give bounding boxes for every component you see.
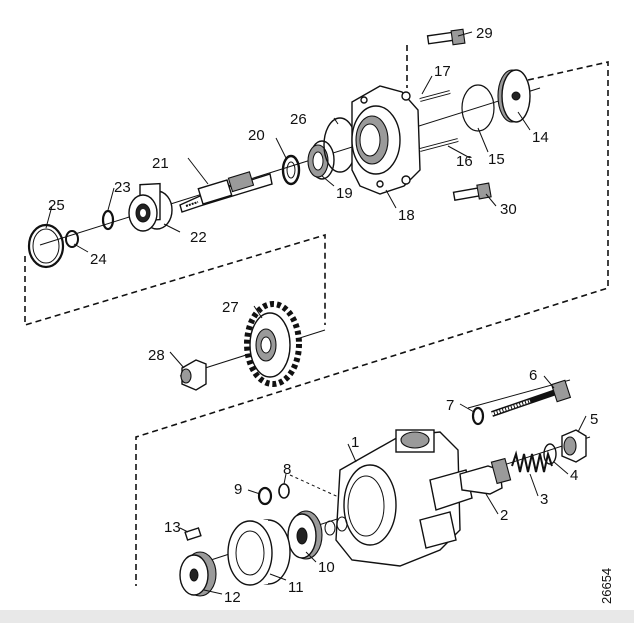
part-17-dowel-pin [419,90,451,102]
part-29-bolt [426,28,466,46]
part-24-ring [65,230,79,248]
callout-17: 17 [434,63,451,80]
callout-28: 28 [148,347,165,364]
bottom-band [0,610,634,623]
part-2-valve [459,457,512,495]
part-6-long-bolt [491,379,572,417]
assembly-guide-lines [24,45,609,586]
callout-16: 16 [456,153,473,170]
figure-reference-number: 26654 [599,568,614,604]
callout-7: 7 [446,397,454,414]
callout-15: 15 [488,151,505,168]
part-22-bearing [128,182,173,232]
callout-12: 12 [224,589,241,606]
callout-27: 27 [222,299,239,316]
part-25-circlip [27,223,65,269]
part-8-o-ring [278,483,290,499]
callout-10: 10 [318,559,335,576]
callout-24: 24 [90,251,107,268]
part-7-washer [471,406,485,426]
callout-6: 6 [529,367,537,384]
part-27-gear [244,301,302,387]
part-20-ring [281,154,301,186]
callout-18: 18 [398,207,415,224]
part-30-bolt [452,182,492,202]
part-28-nut [180,359,207,391]
callout-2: 2 [500,507,508,524]
part-10-rotor-disc [287,510,348,560]
part-11-ring [227,519,291,586]
part-16-dowel-pin [419,138,459,152]
callout-13: 13 [164,519,181,536]
callout-labels: 1 2 3 4 5 6 7 8 9 10 11 12 13 14 15 16 1… [48,25,598,606]
callout-22: 22 [190,229,207,246]
callout-3: 3 [540,491,548,508]
callout-9: 9 [234,481,242,498]
callout-29: 29 [476,25,493,42]
callout-20: 20 [248,127,265,144]
part-21-shaft [179,171,273,213]
part-12-rotor [179,551,217,597]
callout-14: 14 [532,129,549,146]
part-15-gasket [461,84,495,132]
callout-23: 23 [114,179,131,196]
part-9-o-ring [257,486,273,506]
callout-5: 5 [590,411,598,428]
part-18-flange-housing [351,85,421,195]
callout-4: 4 [570,467,578,484]
callout-25: 25 [48,197,65,214]
leader-lines [45,31,587,595]
part-19-seal [307,140,335,180]
callout-1: 1 [351,434,359,451]
callout-11: 11 [288,579,304,596]
part-1-pump-body [335,429,473,567]
callout-30: 30 [500,201,517,218]
callout-19: 19 [336,185,353,202]
part-3-spring [511,450,553,473]
part-4-washer [543,443,557,465]
part-5-plug [561,429,587,463]
part-13-vane [184,527,202,541]
part-23-washer [101,209,115,231]
callout-26: 26 [290,111,307,128]
callout-8: 8 [283,461,291,478]
part-14-end-plate [497,69,531,123]
callout-21: 21 [152,155,169,172]
